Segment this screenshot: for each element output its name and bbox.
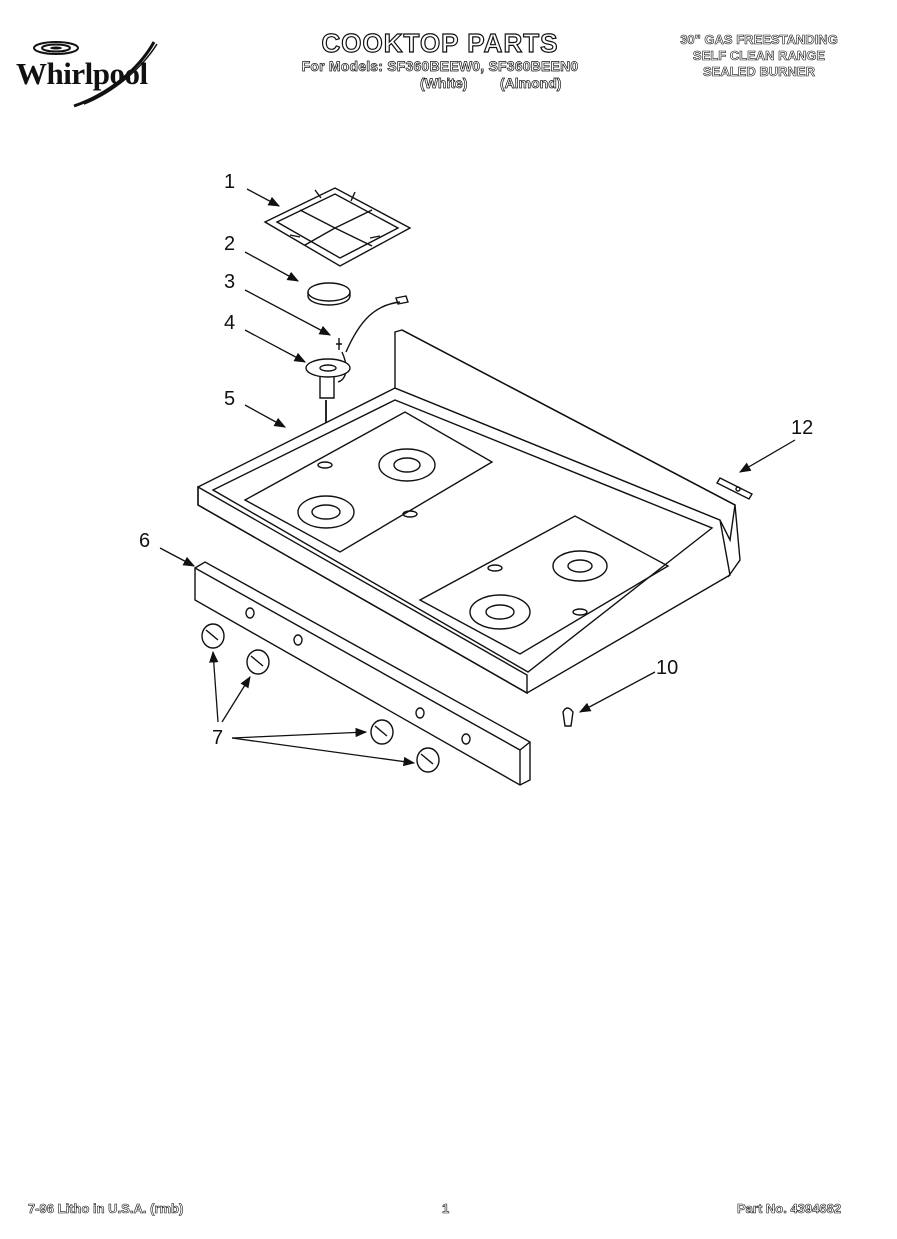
callout-number: 1 (224, 171, 235, 193)
footer-print-info: 7-96 Litho in U.S.A. (rmb) (28, 1201, 184, 1217)
spec-line: SELF CLEAN RANGE (692, 48, 826, 64)
leader-arrows (159, 188, 796, 767)
brand-wordmark: Whirlpool (16, 56, 148, 91)
burner-grate (263, 187, 412, 267)
surface-burner (297, 495, 355, 529)
callout-number: 6 (139, 530, 150, 552)
page-number: 1 (442, 1201, 450, 1217)
swirl-logo-icon (33, 41, 158, 108)
spec-line: 30" GAS FREESTANDING (680, 32, 838, 48)
variant-almond: (Almond) (500, 75, 562, 92)
control-knob (370, 719, 394, 745)
callout-number: 5 (224, 388, 235, 410)
models-line: For Models: SF360BEEW0, SF360BEEN0 (301, 58, 579, 75)
control-knob (416, 747, 440, 773)
burner-base (305, 358, 351, 399)
control-knob (246, 649, 270, 675)
control-panel-strip (194, 561, 531, 786)
variant-labels: (White) (Almond) (290, 75, 590, 93)
side-bracket (716, 477, 753, 500)
spec-block: 30" GAS FREESTANDING SELF CLEAN RANGE SE… (659, 32, 859, 80)
callout-number: 7 (212, 727, 223, 749)
callout-number: 4 (224, 312, 235, 334)
mounting-clip (562, 707, 574, 727)
surface-burner (469, 594, 531, 630)
page-title: COOKTOP PARTS (321, 27, 559, 58)
callout-number: 3 (224, 271, 235, 293)
callout-number: 2 (224, 233, 235, 255)
burner-cap (307, 282, 351, 306)
spec-line: SEALED BURNER (703, 64, 816, 80)
variant-white: (White) (420, 75, 468, 92)
surface-burner (378, 448, 436, 482)
header-title-block: COOKTOP PARTS For Models: SF360BEEW0, SF… (290, 27, 590, 93)
callout-number: 10 (656, 657, 678, 679)
whirlpool-logo: Whirlpool (14, 34, 184, 114)
surface-burner (552, 550, 608, 582)
control-knob (201, 623, 225, 649)
part-number: Part No. 4394682 (737, 1201, 842, 1217)
callout-number: 12 (791, 417, 813, 439)
